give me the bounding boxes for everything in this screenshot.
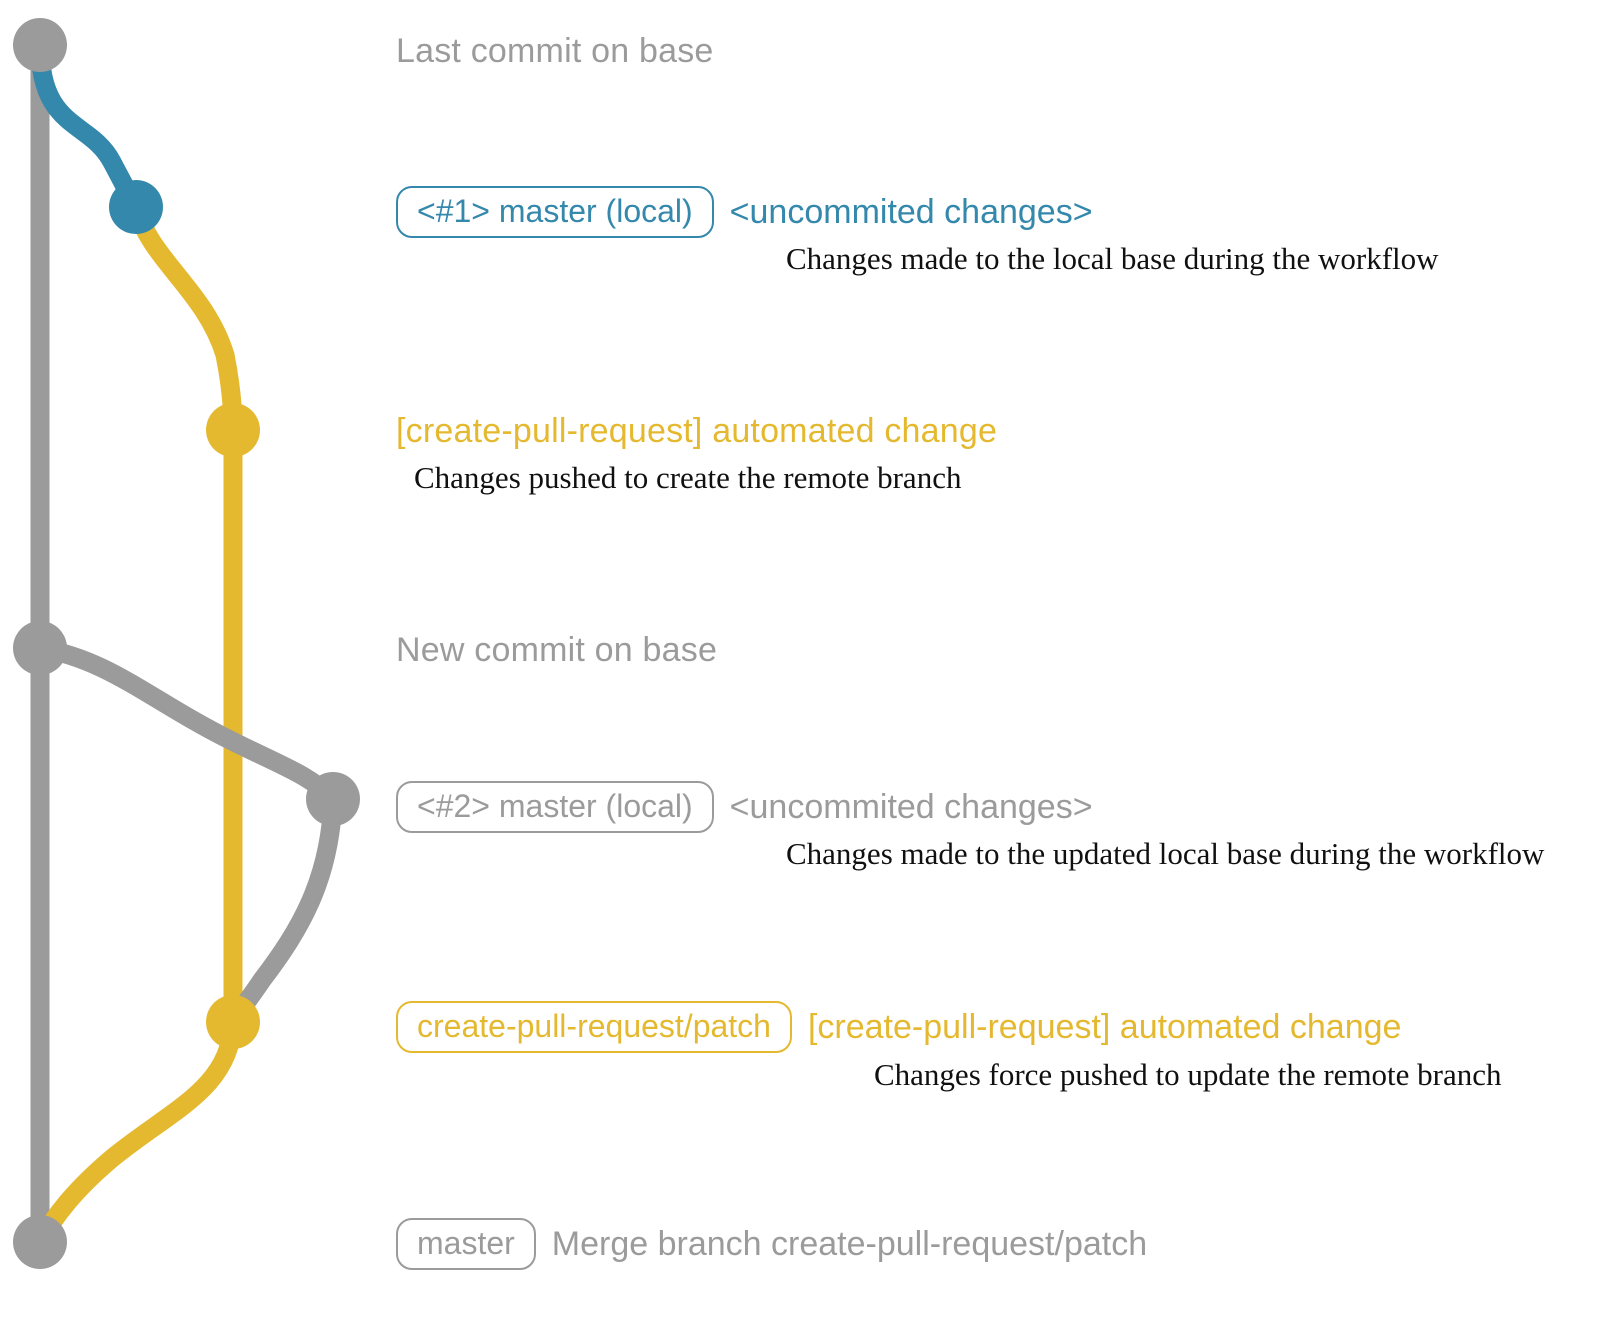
commit-node-merge xyxy=(13,1215,67,1269)
local-branch-1-line xyxy=(30,35,146,217)
patch-branch-line xyxy=(126,197,243,1032)
description-local-changes-2: Changes made to the updated local base d… xyxy=(786,836,1545,871)
commit-node-local-2 xyxy=(306,772,360,826)
row-new-commit-on-base: New commit on base xyxy=(396,633,717,667)
commit-message-automated-change-2: [create-pull-request] automated change xyxy=(807,1008,1402,1046)
commit-node-patch-1 xyxy=(206,403,260,457)
commit-graph xyxy=(13,18,360,1269)
commit-node-patch-2 xyxy=(206,995,260,1049)
row-automated-change-1: [create-pull-request] automated change xyxy=(396,414,997,448)
commit-message-uncommited-changes-2: <uncommited changes> xyxy=(729,788,1093,826)
row-last-commit-on-base: Last commit on base xyxy=(396,34,714,68)
commit-node-local-1 xyxy=(109,180,163,234)
row-master-local-2: <#2> master (local) <uncommited changes> xyxy=(396,781,1093,833)
local-branch-2-line xyxy=(30,638,343,809)
branch-badge-master-local-1[interactable]: <#1> master (local) xyxy=(396,186,714,238)
commit-node-base-2 xyxy=(13,621,67,675)
description-pushed-remote-branch: Changes pushed to create the remote bran… xyxy=(414,460,962,495)
commit-message-uncommited-changes-1: <uncommited changes> xyxy=(729,193,1093,231)
commit-message-automated-change-1: [create-pull-request] automated change xyxy=(396,412,998,450)
commit-message-merge: Merge branch create-pull-request/patch xyxy=(551,1225,1148,1263)
row-merge-commit: master Merge branch create-pull-request/… xyxy=(396,1218,1147,1270)
patch-merge-in-line xyxy=(223,789,343,1032)
commit-message-last-commit-on-base: Last commit on base xyxy=(396,32,714,70)
branch-badge-master[interactable]: master xyxy=(396,1218,536,1270)
description-force-pushed-remote-branch: Changes force pushed to update the remot… xyxy=(874,1057,1502,1092)
commit-node-base-head xyxy=(13,18,67,72)
branch-badge-create-pull-request-patch[interactable]: create-pull-request/patch xyxy=(396,1001,792,1053)
merge-branch-line xyxy=(30,1012,243,1252)
branch-badge-master-local-2[interactable]: <#2> master (local) xyxy=(396,781,714,833)
commit-message-new-commit-on-base: New commit on base xyxy=(396,631,718,669)
row-master-local-1: <#1> master (local) <uncommited changes> xyxy=(396,186,1093,238)
row-automated-change-2: create-pull-request/patch [create-pull-r… xyxy=(396,1001,1401,1053)
description-local-changes-1: Changes made to the local base during th… xyxy=(786,241,1439,276)
